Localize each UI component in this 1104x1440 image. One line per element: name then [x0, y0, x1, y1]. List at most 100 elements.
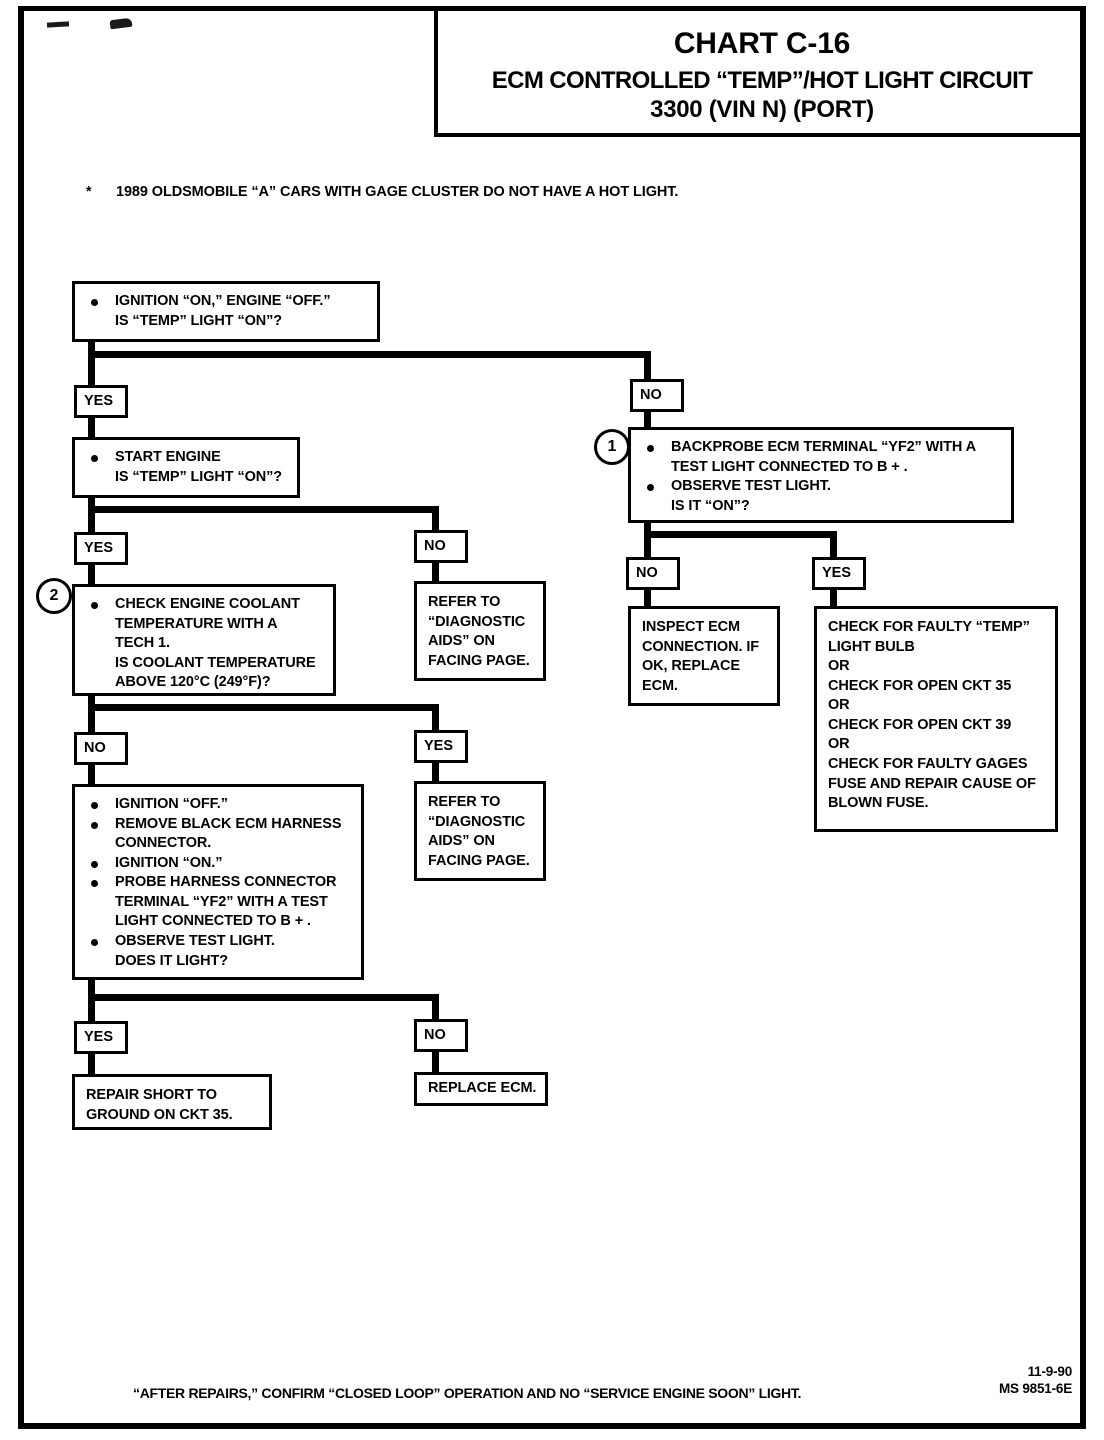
text-line: AIDS” ON	[428, 833, 495, 850]
bullet-line: START ENGINE	[115, 449, 221, 465]
bullet-line: IGNITION “OFF.”	[115, 796, 228, 812]
connector-vertical	[88, 696, 95, 710]
bullet-line: DOES IT LIGHT?	[115, 952, 228, 969]
text-line: REFER TO	[428, 794, 501, 810]
connector-vertical	[88, 351, 95, 385]
text-line: REFER TO	[428, 594, 501, 610]
scan-artifact-mark	[46, 21, 70, 28]
branch-label-no: NO	[74, 732, 128, 765]
node-probe-harness-connector: IGNITION “OFF.” REMOVE BLACK ECM HARNESS…	[72, 784, 364, 980]
connector-vertical	[432, 563, 439, 583]
text-line: REPAIR SHORT TO	[86, 1087, 217, 1103]
bullet-line: REMOVE BLACK ECM HARNESS	[115, 815, 342, 832]
node-check-faulty-temp-light: CHECK FOR FAULTY “TEMP” LIGHT BULB OR CH…	[814, 606, 1058, 832]
node-inspect-ecm-connection: INSPECT ECM CONNECTION. IF OK, REPLACE E…	[628, 606, 780, 706]
footnote: *1989 OLDSMOBILE “A” CARS WITH GAGE CLUS…	[86, 184, 678, 200]
bullet-item: START ENGINE IS “TEMP” LIGHT “ON”?	[85, 448, 287, 487]
bullet-line: IS “TEMP” LIGHT “ON”?	[115, 468, 283, 485]
connector-vertical	[88, 418, 95, 440]
bullet-line: IS IT “ON”?	[671, 497, 750, 514]
bullet-item: BACKPROBE ECM TERMINAL “YF2” WITH A TEST…	[641, 438, 1001, 477]
bullet-line: TEMPERATURE WITH A	[115, 615, 278, 632]
branch-label-no: NO	[414, 1019, 468, 1052]
connector-vertical	[644, 590, 651, 608]
text-line: OK, REPLACE	[642, 658, 740, 675]
connector-horizontal	[88, 506, 439, 513]
text-line: REPLACE ECM.	[428, 1080, 537, 1096]
text-line: BLOWN FUSE.	[828, 795, 929, 812]
page-border-left	[18, 6, 24, 1428]
bullet-line: IGNITION “ON,” ENGINE “OFF.”	[115, 293, 331, 309]
page-border-top	[18, 6, 1086, 11]
bullet-line: OBSERVE TEST LIGHT.	[115, 932, 275, 949]
connector-horizontal	[88, 994, 439, 1001]
node-ignition-on-engine-off: IGNITION “ON,” ENGINE “OFF.” IS “TEMP” L…	[72, 281, 380, 342]
branch-label-yes: YES	[414, 730, 468, 763]
text-line: “DIAGNOSTIC	[428, 813, 526, 830]
chart-subtitle-line2: 3300 (VIN N) (PORT)	[650, 96, 874, 123]
connector-vertical	[88, 765, 95, 787]
bullet-line: TERMINAL “YF2” WITH A TEST	[115, 893, 328, 910]
bullet-line: BACKPROBE ECM TERMINAL “YF2” WITH A	[671, 439, 977, 455]
bullet-line: IGNITION “ON.”	[115, 854, 223, 871]
connector-vertical	[88, 506, 95, 534]
footer-document-code: MS 9851-6E	[998, 1381, 1072, 1396]
reference-marker-2: 2	[36, 578, 72, 614]
footer-date: 11-9-90	[1027, 1364, 1073, 1379]
chart-subtitle-line1: ECM CONTROLLED “TEMP”/HOT LIGHT CIRCUIT	[491, 67, 1033, 94]
chart-title-block: CHART C-16 ECM CONTROLLED “TEMP”/HOT LIG…	[434, 10, 1086, 137]
bullet-line: IS COOLANT TEMPERATURE	[115, 654, 316, 671]
text-line: FACING PAGE.	[428, 852, 530, 869]
footer-note: “AFTER REPAIRS,” CONFIRM “CLOSED LOOP” O…	[133, 1385, 801, 1401]
bullet-line: ABOVE 120°C (249°F)?	[115, 674, 271, 691]
text-line: CONNECTION. IF	[642, 638, 760, 655]
bullet-line: TECH 1.	[115, 635, 170, 652]
text-line: INSPECT ECM	[642, 619, 740, 635]
connector-vertical	[432, 1052, 439, 1072]
branch-label-yes: YES	[74, 385, 128, 418]
connector-vertical	[644, 523, 651, 537]
bullet-line: CONNECTOR.	[115, 835, 212, 852]
connector-horizontal	[644, 531, 837, 538]
bullet-item: CHECK ENGINE COOLANT TEMPERATURE WITH A …	[85, 595, 323, 693]
text-line: “DIAGNOSTIC	[428, 613, 526, 630]
connector-vertical	[644, 531, 651, 559]
branch-label-no: NO	[626, 557, 680, 590]
chart-title: CHART C-16	[673, 27, 851, 60]
text-line: CHECK FOR OPEN CKT 35	[828, 677, 1012, 694]
bullet-line: LIGHT CONNECTED TO B + .	[115, 913, 311, 930]
footer-note-text: “AFTER REPAIRS,” CONFIRM “CLOSED LOOP” O…	[133, 1385, 802, 1401]
bullet-line: OBSERVE TEST LIGHT.	[671, 478, 831, 495]
bullet-item: PROBE HARNESS CONNECTOR TERMINAL “YF2” W…	[85, 873, 351, 932]
node-start-engine: START ENGINE IS “TEMP” LIGHT “ON”?	[72, 437, 300, 498]
connector-vertical	[88, 342, 95, 358]
branch-label-no: NO	[414, 530, 468, 563]
connector-horizontal	[88, 704, 439, 711]
footnote-text: 1989 OLDSMOBILE “A” CARS WITH GAGE CLUST…	[116, 184, 679, 200]
text-line: ECM.	[642, 677, 678, 694]
text-line: CHECK FOR FAULTY GAGES	[828, 755, 1028, 772]
text-line: OR	[828, 697, 850, 714]
page-border-bottom	[18, 1423, 1086, 1429]
connector-vertical	[830, 531, 837, 559]
node-refer-diagnostic-aids-lower: REFER TO “DIAGNOSTIC AIDS” ON FACING PAG…	[414, 781, 546, 881]
branch-label-yes: YES	[812, 557, 866, 590]
connector-vertical	[88, 994, 95, 1022]
text-line: FACING PAGE.	[428, 652, 530, 669]
node-repair-short-to-ground: REPAIR SHORT TO GROUND ON CKT 35.	[72, 1074, 272, 1130]
text-line: GROUND ON CKT 35.	[86, 1106, 233, 1123]
connector-vertical	[432, 704, 439, 732]
text-line: AIDS” ON	[428, 633, 495, 650]
bullet-item: REMOVE BLACK ECM HARNESS CONNECTOR.	[85, 815, 351, 854]
text-line: CHECK FOR FAULTY “TEMP”	[828, 619, 1030, 635]
text-line: OR	[828, 658, 850, 675]
branch-label-yes: YES	[74, 1021, 128, 1054]
connector-vertical	[830, 590, 837, 608]
branch-label-no: NO	[630, 379, 684, 412]
bullet-item: IGNITION “ON.”	[85, 854, 351, 874]
text-line: OR	[828, 736, 850, 753]
reference-marker-1: 1	[594, 429, 630, 465]
node-backprobe-ecm-terminal: BACKPROBE ECM TERMINAL “YF2” WITH A TEST…	[628, 427, 1014, 523]
page-border-right	[1080, 6, 1086, 1428]
scan-artifact-mark	[109, 17, 133, 30]
